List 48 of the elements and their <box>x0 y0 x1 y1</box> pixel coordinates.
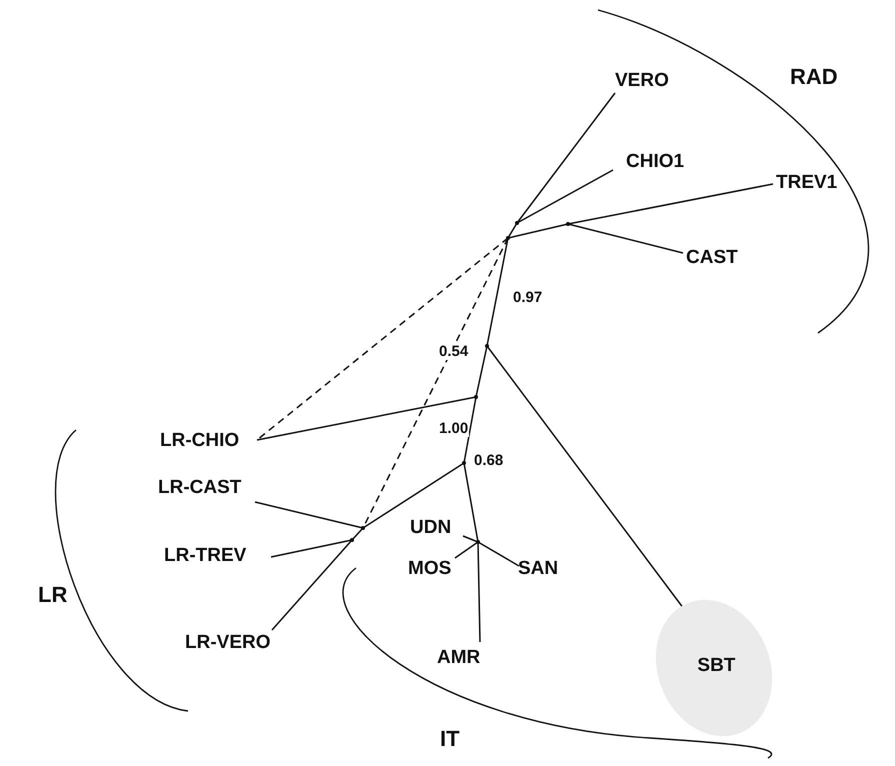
branch-point <box>485 344 489 348</box>
branch-point <box>566 222 570 226</box>
branch-point <box>506 236 510 240</box>
clade-label: IT <box>440 726 460 751</box>
branch-point <box>515 221 519 225</box>
taxon-label: SAN <box>518 558 558 580</box>
branch-line <box>516 169 614 224</box>
branch-line <box>463 462 479 542</box>
branch-line <box>475 346 488 398</box>
branch-line <box>486 238 509 346</box>
branch-line <box>256 396 476 441</box>
branch-line <box>362 462 464 529</box>
branch-line <box>516 92 616 224</box>
branch-point <box>476 540 480 544</box>
branch-line <box>568 223 684 254</box>
taxon-label: TREV1 <box>776 172 838 194</box>
branch-line <box>478 541 520 567</box>
taxon-label: CHIO1 <box>626 151 684 173</box>
branch-line <box>477 542 481 642</box>
taxon-label: VERO <box>615 70 669 92</box>
clade-label: LR <box>38 582 68 607</box>
taxon-label: CAST <box>686 247 738 269</box>
branch-point <box>462 461 466 465</box>
dashed-line <box>256 237 508 441</box>
taxon-label: MOS <box>408 558 452 580</box>
taxon-label: LR-CAST <box>158 477 242 499</box>
taxon-label: UDN <box>410 517 452 539</box>
clade-label: RAD <box>790 64 838 89</box>
taxon-label: AMR <box>437 647 480 669</box>
branch-line <box>454 541 478 559</box>
branch-line <box>351 528 364 540</box>
branch-line <box>254 501 364 529</box>
branch-point <box>350 538 354 542</box>
taxon-label: SBT <box>697 654 736 677</box>
branch-line <box>508 223 568 239</box>
branch-line <box>463 396 477 464</box>
branch-line <box>568 183 774 225</box>
branch-line <box>271 540 353 630</box>
taxon-label: LR-VERO <box>185 632 270 654</box>
branch-point <box>361 526 365 530</box>
branch-point <box>474 395 478 399</box>
branch-line <box>507 222 518 238</box>
edge-label: 1.00 <box>438 420 470 437</box>
branch-line <box>462 535 478 543</box>
taxon-label: LR-TREV <box>164 545 246 567</box>
branch-line <box>270 539 352 558</box>
edge-label: 0.54 <box>438 343 470 360</box>
taxon-label: LR-CHIO <box>160 430 240 452</box>
